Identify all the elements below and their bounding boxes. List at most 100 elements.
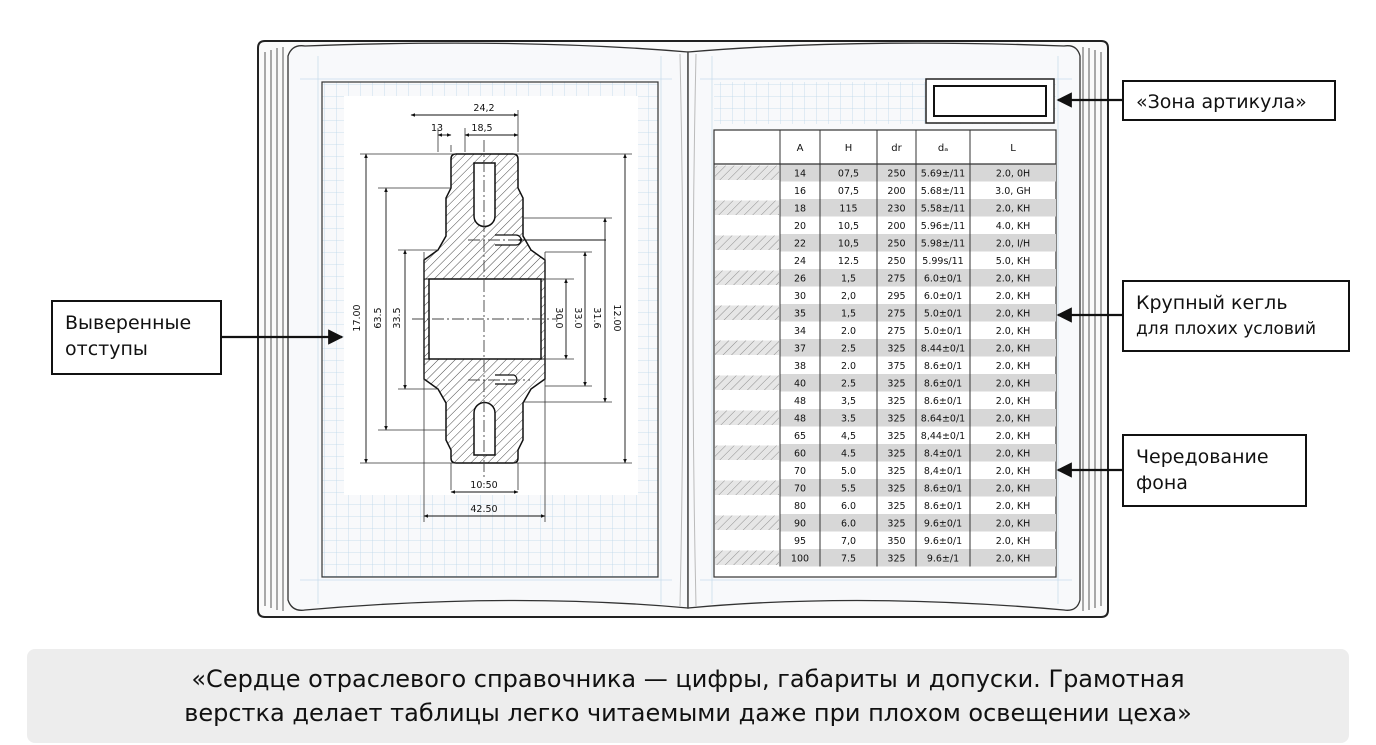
- dim-top-mid: 18,5: [471, 123, 492, 134]
- callout-margins-line1: Выверенные: [65, 312, 192, 334]
- table-cell: 2.0: [841, 326, 856, 337]
- table-cell: 2.0, KH: [996, 344, 1031, 355]
- table-cell: 5.69±/11: [921, 169, 965, 180]
- table-cell: 2.0, KH: [996, 519, 1031, 530]
- callout-arrows: [220, 92, 1122, 478]
- quote-line-2: верстка делает таблицы легко читаемыми д…: [184, 699, 1192, 727]
- table-cell: 100: [791, 554, 809, 565]
- table-header-cell: A: [797, 143, 804, 154]
- table-cell: 5.68±/11: [921, 186, 965, 197]
- table-cell: 80: [794, 501, 806, 512]
- table-cell: 20: [794, 221, 806, 232]
- table-cell: 24: [794, 256, 806, 267]
- table-cell: 3,5: [841, 396, 856, 407]
- table-cell: 12.5: [838, 256, 859, 267]
- table-cell: 6.0: [841, 519, 856, 530]
- table-cell: 10,5: [838, 221, 859, 232]
- table-cell: 7,0: [841, 536, 856, 547]
- table-cell: 2.0, KH: [996, 309, 1031, 320]
- table-cell: 325: [887, 449, 905, 460]
- table-cell: 07,5: [838, 169, 859, 180]
- table-cell: 8.6±0/1: [924, 501, 962, 512]
- table-cell: 4,5: [841, 431, 856, 442]
- dim-right-outer: 12.00: [611, 304, 622, 331]
- table-cell: 8,4±0/1: [924, 466, 962, 477]
- table-cell: 65: [794, 431, 806, 442]
- table-cell: 2.0, KH: [996, 379, 1031, 390]
- table-cell: 115: [839, 204, 857, 215]
- table-header-cell: H: [845, 143, 853, 154]
- table-cell: 8.4±0/1: [924, 449, 962, 460]
- table-cell: 34: [794, 326, 806, 337]
- table-cell: 325: [887, 501, 905, 512]
- table-cell: 8.64±0/1: [921, 414, 965, 425]
- callout-article-zone: «Зона артикула»: [1122, 80, 1336, 121]
- dim-top-left: 13: [431, 123, 443, 134]
- table-cell: 4.5: [841, 449, 856, 460]
- table-cell: 275: [887, 274, 905, 285]
- table-cell: 2.0, KH: [996, 274, 1031, 285]
- table-cell: 2.0, KH: [996, 361, 1031, 372]
- table-cell: 8.6±0/1: [924, 484, 962, 495]
- table-cell: 2.0, KH: [996, 554, 1031, 565]
- callout-article-zone-text: «Зона артикула»: [1136, 91, 1307, 113]
- table-cell: 2.0, KH: [996, 396, 1031, 407]
- table-cell: 2.0, KH: [996, 291, 1031, 302]
- table-cell: 6.0±0/1: [924, 274, 962, 285]
- table-cell: 60: [794, 449, 806, 460]
- table-cell: 2.0, KH: [996, 326, 1031, 337]
- table-cell: 48: [794, 396, 806, 407]
- table-cell: 3.0, GH: [995, 186, 1031, 197]
- table-header-cell: dₐ: [938, 143, 948, 154]
- table-cell: 9.6±0/1: [924, 519, 962, 530]
- table-cell: 2.0, KH: [996, 466, 1031, 477]
- table-cell: 2.0, KH: [996, 501, 1031, 512]
- table-cell: 375: [887, 361, 905, 372]
- callout-alternation-line1: Чередование: [1136, 446, 1269, 468]
- table-cell: 22: [794, 239, 806, 250]
- table-cell: 2.5: [841, 344, 856, 355]
- table-cell: 26: [794, 274, 806, 285]
- table-cell: 2.0, KH: [996, 536, 1031, 547]
- table-cell: 325: [887, 554, 905, 565]
- table-cell: 07,5: [838, 186, 859, 197]
- table-cell: 5.99s/11: [922, 256, 963, 267]
- callout-margins: Выверенные отступы: [51, 300, 222, 375]
- table-cell: 6.0±0/1: [924, 291, 962, 302]
- table-cell: 4.0, KH: [996, 221, 1031, 232]
- table-cell: 275: [887, 309, 905, 320]
- table-cell: 1,5: [841, 274, 856, 285]
- table-cell: 5.5: [841, 484, 856, 495]
- table-cell: 9.6±/1: [927, 554, 959, 565]
- table-cell: 3.5: [841, 414, 856, 425]
- table-cell: 10,5: [838, 239, 859, 250]
- dim-right-bore: 30.0: [553, 307, 564, 328]
- table-cell: 325: [887, 519, 905, 530]
- table-cell: 295: [887, 291, 905, 302]
- callout-large-font-line1: Крупный кегль: [1136, 292, 1288, 314]
- table-cell: 5.98±/11: [921, 239, 965, 250]
- callout-large-font-line2: для плохих условий: [1136, 319, 1316, 339]
- table-cell: 95: [794, 536, 806, 547]
- table-cell: 2.0, I/H: [996, 239, 1030, 250]
- table-cell: 325: [887, 344, 905, 355]
- table-cell: 7.5: [841, 554, 856, 565]
- dim-left-outer: 17.00: [352, 304, 363, 331]
- table-cell: 5.0±0/1: [924, 309, 962, 320]
- table-cell: 2.0, KH: [996, 414, 1031, 425]
- quote-box: «Сердце отраслевого справочника — цифры,…: [27, 649, 1349, 743]
